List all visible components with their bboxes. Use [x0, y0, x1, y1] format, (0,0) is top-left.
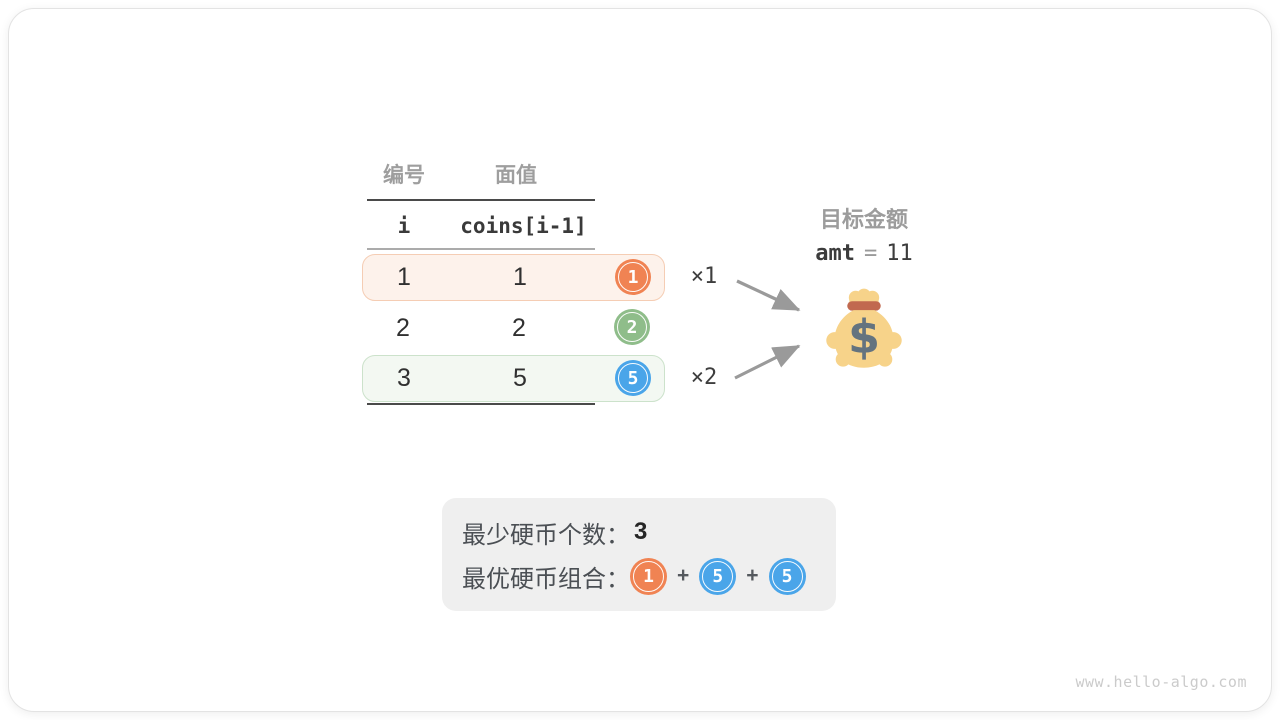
row-index: 2	[396, 314, 410, 342]
target-amount-title: 目标金额	[819, 207, 908, 232]
min-coins-value: 3	[634, 518, 648, 545]
row-value: 5	[513, 364, 527, 392]
table-header-index-zh: 编号	[383, 164, 425, 187]
table-row: 1 1 1	[362, 254, 665, 301]
arrows-to-target	[734, 279, 801, 380]
table-rule-top	[367, 199, 595, 201]
equals-sign: =	[864, 241, 878, 266]
row-value: 2	[512, 314, 526, 342]
site-watermark: www.hello-algo.com	[1075, 673, 1247, 691]
coin-icon-1: 1	[630, 557, 667, 595]
plus-sign: +	[746, 564, 759, 587]
table-row: 2 2 2	[362, 305, 665, 352]
table-rule-middle	[367, 248, 595, 250]
svg-text:$: $	[848, 310, 880, 364]
min-coins-label: 最少硬币个数：	[462, 521, 630, 549]
money-bag-icon: $	[826, 288, 902, 368]
coin-icon-5: 5	[699, 557, 737, 595]
coin-icon-5: 5	[768, 557, 806, 595]
best-combo-label: 最优硬币组合：	[462, 565, 630, 593]
amt-value: 11	[886, 241, 913, 266]
table-row: 3 5 5	[362, 355, 665, 402]
arrow-icon-bottom	[734, 344, 801, 380]
table-rule-bottom	[367, 403, 595, 405]
target-amount-expression: amt = 11	[779, 240, 949, 268]
result-panel: 最少硬币个数： 3 最优硬币组合： 1 + 5 + 5	[442, 498, 836, 611]
table-header-value-code: coins[i-1]	[460, 214, 587, 238]
coin-icon-2: 2	[614, 309, 650, 345]
table-header-index-code: i	[397, 214, 411, 238]
min-coins-line: 最少硬币个数： 3	[462, 516, 648, 549]
table-header-value-zh: 面值	[495, 164, 537, 187]
multiplier-x2: ×2	[690, 365, 718, 390]
best-combo-line: 最优硬币组合： 1 + 5 + 5	[462, 556, 806, 596]
coin-icon-1: 1	[615, 259, 651, 295]
multiplier-x1: ×1	[690, 264, 718, 289]
row-index: 1	[397, 263, 411, 291]
row-value: 1	[513, 263, 527, 291]
row-index: 3	[397, 364, 411, 392]
amt-variable: amt	[815, 241, 855, 266]
arrow-icon-top	[736, 279, 801, 312]
coin-icon-5: 5	[615, 360, 651, 396]
coin-combination: 1 + 5 + 5	[630, 557, 806, 595]
plus-sign: +	[677, 564, 690, 587]
